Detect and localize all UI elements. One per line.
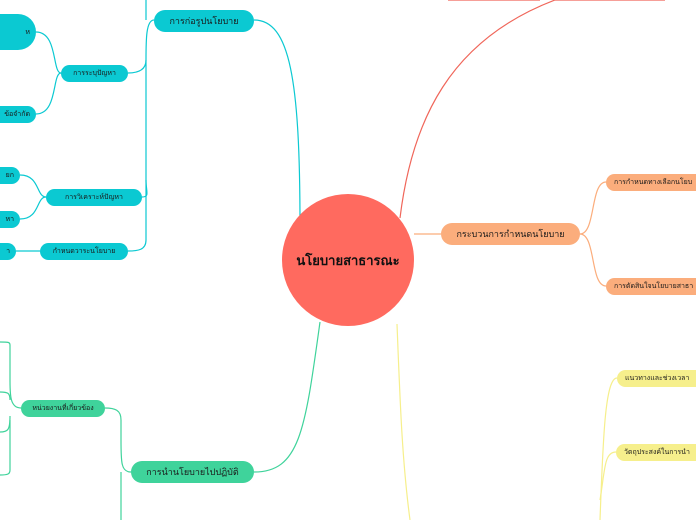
connector-agencies-leaf-4 (0, 420, 11, 476)
branch-formulation[interactable]: การก่อรูปนโยบาย (154, 10, 254, 32)
topic-guidelines-timeline[interactable]: แนวทางและช่วงเวลา (617, 370, 696, 387)
topic-identify-problem[interactable]: การระบุปัญหา (61, 65, 128, 82)
branch-formulation-label: การก่อรูปนโยบาย (169, 17, 239, 27)
leaf-analyze-bottom[interactable]: หา (0, 211, 20, 228)
connector-center-to-formulation (253, 19, 301, 227)
leaf-identify-top-label: ห (25, 27, 30, 36)
topic-related-agencies-label: หน่วยงานที่เกี่ยวข้อง (32, 404, 94, 412)
topic-identify-problem-label: การระบุปัญหา (73, 69, 116, 77)
connector-to-identify (127, 59, 147, 74)
leaf-analyze-top-label: ยก (5, 171, 14, 179)
topic-policy-options-label: การกำหนดทางเลือกนโยบ (614, 178, 693, 186)
topic-set-agenda[interactable]: กำหนดวาระนโยบาย (40, 243, 128, 260)
connector-analyze-to-top-leaf (19, 174, 47, 198)
leaf-identify-bottom[interactable]: ข้อจำกัด (0, 106, 36, 123)
topic-related-agencies[interactable]: หน่วยงานที่เกี่ยวข้อง (21, 400, 105, 417)
connector-process-to-decision (579, 233, 607, 287)
connector-goals-to-objectives (599, 451, 617, 501)
topic-analyze-problem[interactable]: การวิเคราะห์ปัญหา (46, 189, 142, 206)
connector-identify-to-bottom-leaf (35, 72, 62, 115)
leaf-identify-top[interactable]: ห (0, 14, 36, 50)
topic-guidelines-timeline-label: แนวทางและช่วงเวลา (625, 374, 690, 382)
leaf-identify-bottom-label: ข้อจำกัด (4, 110, 30, 118)
topic-implementation-objectives[interactable]: วัตถุประสงค์ในการนำ (616, 444, 696, 461)
connector-goals-to-guidelines (599, 377, 618, 520)
connector-formulation-trunk (127, 19, 155, 252)
topic-implementation-objectives-label: วัตถุประสงค์ในการนำ (624, 448, 690, 456)
branch-policy-process[interactable]: กระบวนการกำหนดนโยบาย (441, 223, 580, 245)
topic-set-agenda-label: กำหนดวาระนโยบาย (52, 247, 116, 255)
connector-agencies-to-leaves (0, 341, 22, 409)
connector-implementation-to-agencies (104, 407, 132, 473)
connector-center-to-top-red (399, 0, 556, 219)
branch-implementation-label: การนำนโยบายไปปฏิบัติ (146, 468, 239, 478)
connector-to-analyze (141, 179, 148, 198)
connector-analyze-to-bottom-leaf (19, 196, 47, 220)
leaf-analyze-top[interactable]: ยก (0, 167, 20, 184)
branch-implementation[interactable]: การนำนโยบายไปปฏิบัติ (131, 461, 254, 483)
connector-identify-to-top-leaf (35, 31, 62, 74)
topic-analyze-problem-label: การวิเคราะห์ปัญหา (65, 193, 123, 201)
connector-center-to-implementation (253, 321, 321, 473)
central-topic-label: นโยบายสาธารณะ (296, 253, 400, 269)
connector-agencies-leaf-2 (0, 391, 11, 401)
connector-process-to-options (579, 181, 607, 235)
topic-policy-decision-label: การตัดสินใจนโยบายสาธา (614, 282, 694, 290)
connector-agencies-leaf-3 (0, 415, 11, 433)
connector-center-to-goals (396, 323, 411, 520)
topic-policy-options[interactable]: การกำหนดทางเลือกนโยบ (606, 174, 696, 191)
leaf-agenda[interactable]: า (0, 243, 16, 260)
topic-policy-decision[interactable]: การตัดสินใจนโยบายสาธา (606, 278, 696, 295)
branch-policy-process-label: กระบวนการกำหนดนโยบาย (456, 230, 565, 240)
leaf-agenda-label: า (6, 247, 10, 255)
leaf-analyze-bottom-label: หา (5, 215, 14, 223)
central-topic[interactable]: นโยบายสาธารณะ (282, 194, 414, 326)
